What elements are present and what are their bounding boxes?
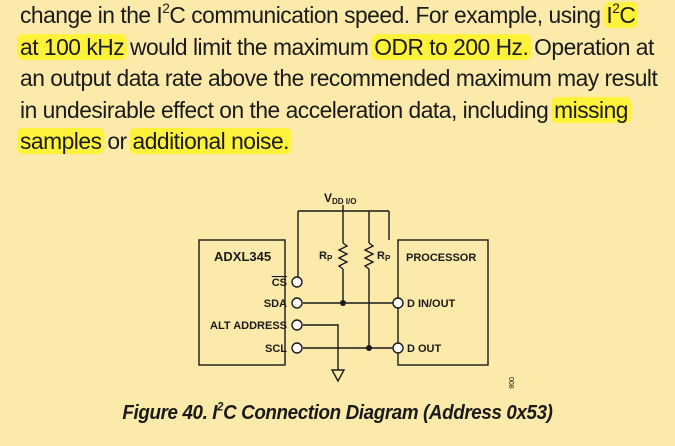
sda-junction [340, 300, 346, 306]
highlight-additional-noise: additional noise. [129, 128, 292, 155]
rp1-label: RP [319, 250, 333, 263]
caption-text: C Connection Diagram (Address 0x53) [223, 402, 553, 424]
text-run: C communication speed. For example, usin… [169, 2, 607, 28]
rp2-resistor [363, 242, 375, 270]
text-run: Operation at [528, 33, 654, 60]
superscript: 2 [217, 399, 224, 414]
highlight-100khz: at 100 kHz [17, 33, 128, 60]
d-out-label: D OUT [407, 343, 442, 355]
text-run: in undesirable effect on the acceleratio… [20, 96, 555, 123]
d-in-out-pin [392, 297, 404, 309]
superscript: 2 [162, 0, 170, 17]
vdd-label: VDD I/O [324, 191, 356, 206]
caption-text: Figure 40. I [122, 402, 218, 424]
junctions [340, 300, 372, 351]
processor-label: PROCESSOR [406, 252, 476, 264]
cs-pin [291, 276, 303, 288]
text-run: would limit the maximum [124, 33, 375, 60]
scl-label: SCL [265, 343, 287, 355]
scl-junction [366, 345, 372, 351]
scl-pin [291, 342, 303, 354]
text-run: C [619, 2, 636, 28]
body-paragraph: change in the I2C communication speed. F… [17, 0, 658, 158]
rp2-label: RP [377, 250, 391, 263]
cs-label: CS [272, 277, 287, 289]
adxl345-block [198, 239, 286, 366]
text-run: or [101, 128, 133, 155]
superscript: 2 [612, 0, 620, 17]
d-in-out-label: D IN/OUT [407, 298, 456, 310]
alt-address-wire [303, 324, 339, 370]
sda-label: SDA [264, 298, 287, 310]
highlight-odr: ODR to 200 Hz. [371, 33, 532, 60]
ground-icon [330, 369, 346, 383]
adxl345-label: ADXL345 [214, 249, 271, 264]
figure-code: 008 [507, 377, 514, 389]
paragraph-line-4: in undesirable effect on the acceleratio… [20, 95, 651, 127]
alt-address-label: ALT ADDRESS [210, 320, 287, 332]
wiring [198, 205, 489, 383]
sda-pin [291, 297, 303, 309]
paragraph-line-5: samples or additional noise. [17, 126, 651, 158]
rp1-resistor [337, 242, 349, 270]
highlight-i2c: I2C [603, 0, 639, 28]
highlight-samples: samples [17, 128, 105, 155]
paragraph-line-2: at 100 kHz would limit the maximum ODR t… [17, 32, 654, 64]
d-out-pin [392, 342, 404, 354]
paragraph-line-3: an output data rate above the recommende… [20, 65, 658, 92]
figure-caption: Figure 40. I2C Connection Diagram (Addre… [20, 399, 655, 425]
paragraph-line-1: change in the I2C communication speed. F… [20, 0, 651, 32]
alt-address-pin [291, 319, 303, 331]
text-run: I [606, 2, 613, 28]
highlight-missing: missing [551, 96, 631, 123]
pin-markers [291, 276, 404, 354]
text-run: change in the I [20, 2, 163, 28]
